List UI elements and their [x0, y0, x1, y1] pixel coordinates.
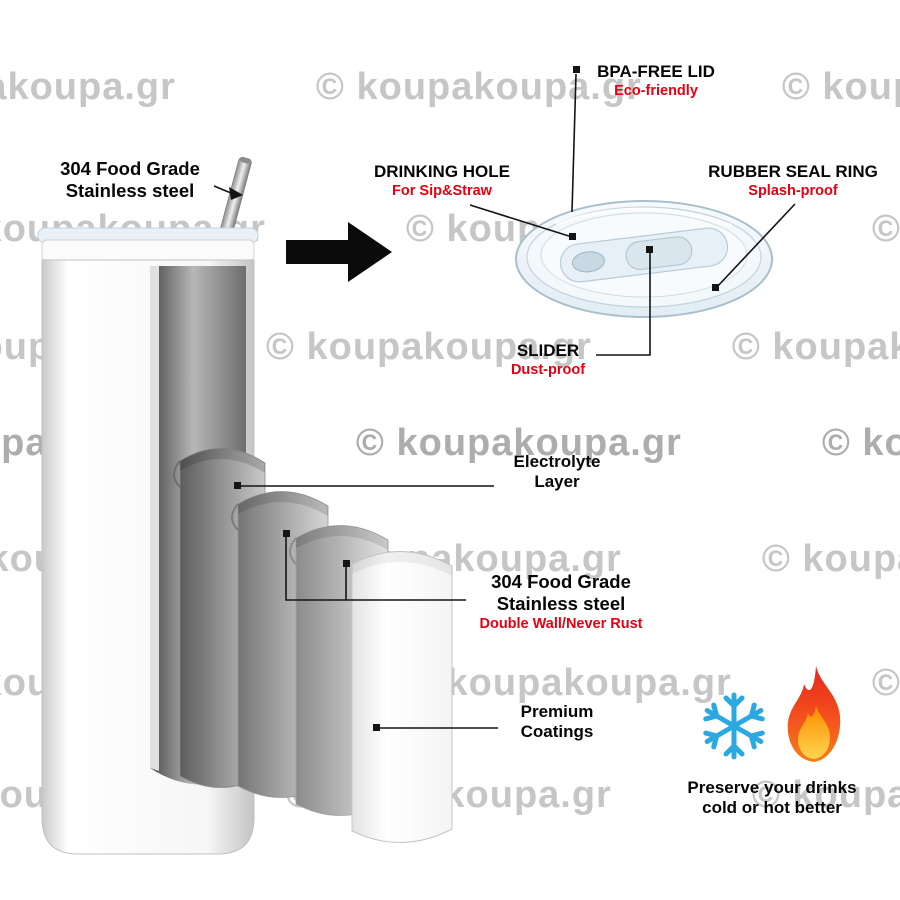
label-drinking-hole: DRINKING HOLE For Sip&Straw — [366, 162, 518, 200]
marker-square — [573, 66, 580, 73]
label-304-mid-subtitle: Double Wall/Never Rust — [479, 615, 643, 632]
electrolyte-line2: Layer — [534, 472, 580, 492]
label-electrolyte-layer: Electrolyte Layer — [498, 452, 616, 492]
coatings-line2: Coatings — [520, 722, 594, 742]
label-304-mid-line2: Stainless steel — [496, 592, 626, 614]
label-bpa-free-lid: BPA-FREE LID Eco-friendly — [589, 62, 723, 100]
bpa-subtitle: Eco-friendly — [614, 83, 698, 100]
drinking-hole-subtitle: For Sip&Straw — [392, 183, 492, 200]
cut-edge — [150, 266, 159, 771]
slider-title: SLIDER — [516, 341, 580, 360]
label-preserve-drinks: Preserve your drinks cold or hot better — [664, 778, 880, 818]
arrow-right-icon — [286, 222, 392, 282]
label-304-food-grade-mid: 304 Food Grade Stainless steel Double Wa… — [472, 571, 650, 633]
lid-illustration — [515, 200, 773, 318]
flame-icon — [787, 666, 841, 762]
label-304-top-line1: 304 Food Grade — [60, 158, 200, 179]
label-rubber-seal-ring: RUBBER SEAL RING Splash-proof — [698, 162, 888, 200]
label-slider: SLIDER Dust-proof — [498, 341, 598, 379]
cup-lid-rim — [37, 227, 259, 262]
coatings-line1: Premium — [520, 702, 594, 721]
electrolyte-line1: Electrolyte — [513, 452, 601, 471]
drinking-hole-title: DRINKING HOLE — [374, 162, 510, 181]
layer-sheet-4 — [345, 551, 453, 843]
label-304-mid-line1: 304 Food Grade — [491, 571, 631, 592]
seal-ring-subtitle: Splash-proof — [748, 183, 838, 200]
seal-ring-title: RUBBER SEAL RING — [708, 162, 878, 181]
label-304-top-line2: Stainless steel — [65, 179, 195, 201]
label-premium-coatings: Premium Coatings — [500, 702, 614, 742]
slider-subtitle: Dust-proof — [510, 362, 586, 379]
watermark-row: © koupakoupa.gr© koupakoupa.gr© koupakou… — [0, 66, 900, 108]
preserve-line1: Preserve your drinks — [687, 778, 857, 797]
bpa-title: BPA-FREE LID — [597, 62, 715, 81]
snowflake-icon — [703, 692, 765, 760]
tumbler-illustration — [37, 156, 453, 855]
preserve-line2: cold or hot better — [702, 798, 842, 818]
label-304-food-grade-top: 304 Food Grade Stainless steel — [36, 158, 224, 202]
